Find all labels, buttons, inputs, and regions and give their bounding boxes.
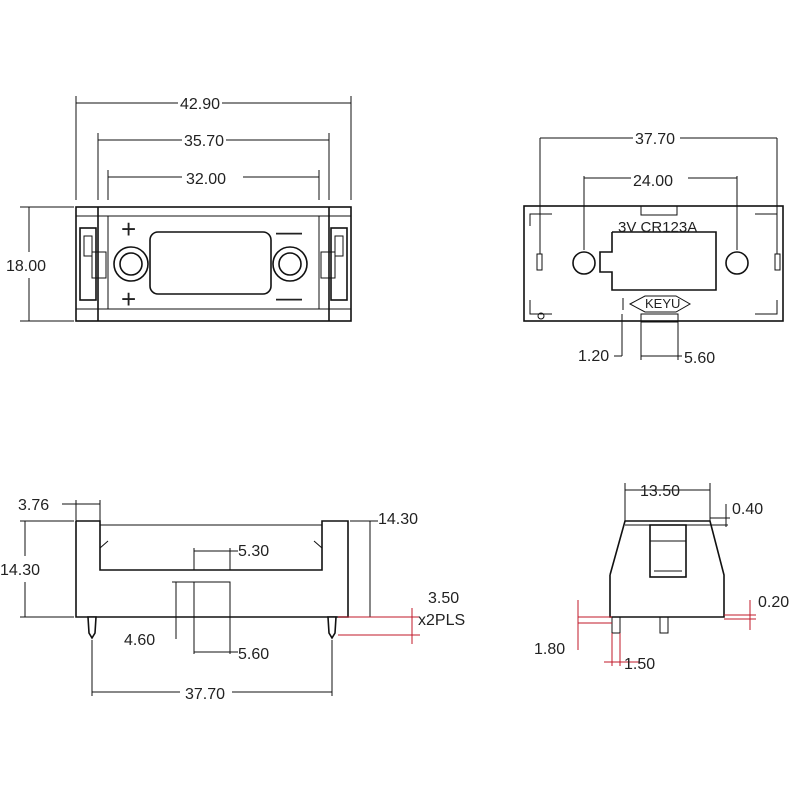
dim-pin-height: 1.80 bbox=[534, 641, 565, 658]
dim-front-height: 18.00 bbox=[6, 258, 46, 275]
brand-logo-text: KEYU bbox=[645, 296, 680, 311]
bottom-right-view: 13.50 0.40 0.20 1.80 1.50 bbox=[534, 483, 789, 673]
dim-depth-width: 13.50 bbox=[640, 483, 680, 500]
dim-slot-top: 5.30 bbox=[238, 543, 269, 560]
dim-front-inner-width: 35.70 bbox=[184, 133, 224, 150]
plus-bottom-symbol: + bbox=[121, 284, 136, 314]
dim-pin-width: 1.50 bbox=[624, 656, 655, 673]
minus-bottom-symbol: — bbox=[276, 282, 302, 312]
dim-slot-depth: 4.60 bbox=[124, 632, 155, 649]
minus-top-symbol: — bbox=[276, 216, 302, 246]
dim-front-overall-width: 42.90 bbox=[180, 96, 220, 113]
dim-top-clearance: 0.40 bbox=[732, 501, 763, 518]
front-view: + — + — 42.90 35.70 32.00 18.00 bbox=[6, 96, 352, 322]
dim-pin-offset: 0.20 bbox=[758, 594, 789, 611]
dim-pin-spacing: 37.70 bbox=[185, 686, 225, 703]
side-view: 3V CR123A KEYU 37.70 24.00 1.20 5.60 bbox=[523, 131, 784, 367]
dim-side-hole-spacing: 24.00 bbox=[633, 173, 673, 190]
dim-wall-thickness: 3.76 bbox=[18, 497, 49, 514]
dim-side-left-offset: 1.20 bbox=[578, 348, 609, 365]
dim-height-right: 14.30 bbox=[378, 511, 418, 528]
dim-front-cavity-width: 32.00 bbox=[186, 171, 226, 188]
battery-label: 3V CR123A bbox=[618, 219, 697, 236]
plus-top-symbol: + bbox=[121, 214, 136, 244]
dim-side-tab-width: 5.60 bbox=[684, 350, 715, 367]
dim-side-overall-width: 37.70 bbox=[635, 131, 675, 148]
dim-pin-quantity: x2PLS bbox=[418, 612, 465, 629]
dim-slot-bottom: 5.60 bbox=[238, 646, 269, 663]
dim-pin-length: 3.50 bbox=[428, 590, 459, 607]
bottom-left-view: 3.76 14.30 14.30 5.30 5.60 4.60 3.50 x2P… bbox=[0, 497, 465, 703]
dim-height-left: 14.30 bbox=[0, 562, 40, 579]
